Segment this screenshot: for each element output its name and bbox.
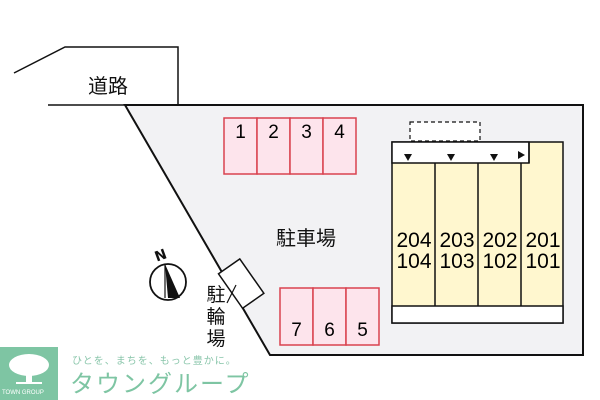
road-label: 道路: [88, 74, 128, 98]
bicycle-parking-label: 駐輪場: [206, 284, 226, 350]
parking-space-4: 4: [334, 122, 345, 143]
parking-space-5: 5: [357, 320, 368, 341]
road-boundary: [13, 46, 179, 105]
logo-company-name: TOWN GROUP: [2, 390, 44, 396]
slogan: ひとを、まちを、もっと豊かに。: [72, 356, 237, 367]
tree-icon: [9, 354, 49, 384]
parking-space-7: 7: [291, 320, 302, 341]
dashed-area: [409, 121, 481, 142]
parking-space-2: 2: [268, 122, 279, 143]
parking-space-1: 1: [235, 122, 246, 143]
brand-name: タウングループ: [70, 370, 251, 398]
parking-row-bottom: [279, 287, 380, 346]
building: [391, 141, 564, 324]
parking-lot-label: 駐車場: [276, 226, 336, 250]
parking-space-6: 6: [324, 320, 335, 341]
north-compass-icon: [149, 263, 187, 301]
entrance-arrows: [404, 151, 525, 161]
bicycle-shelter: [217, 257, 265, 310]
town-group-logo: TOWN GROUP: [0, 347, 58, 400]
parking-row-top: [223, 117, 357, 175]
parking-space-3: 3: [301, 122, 312, 143]
